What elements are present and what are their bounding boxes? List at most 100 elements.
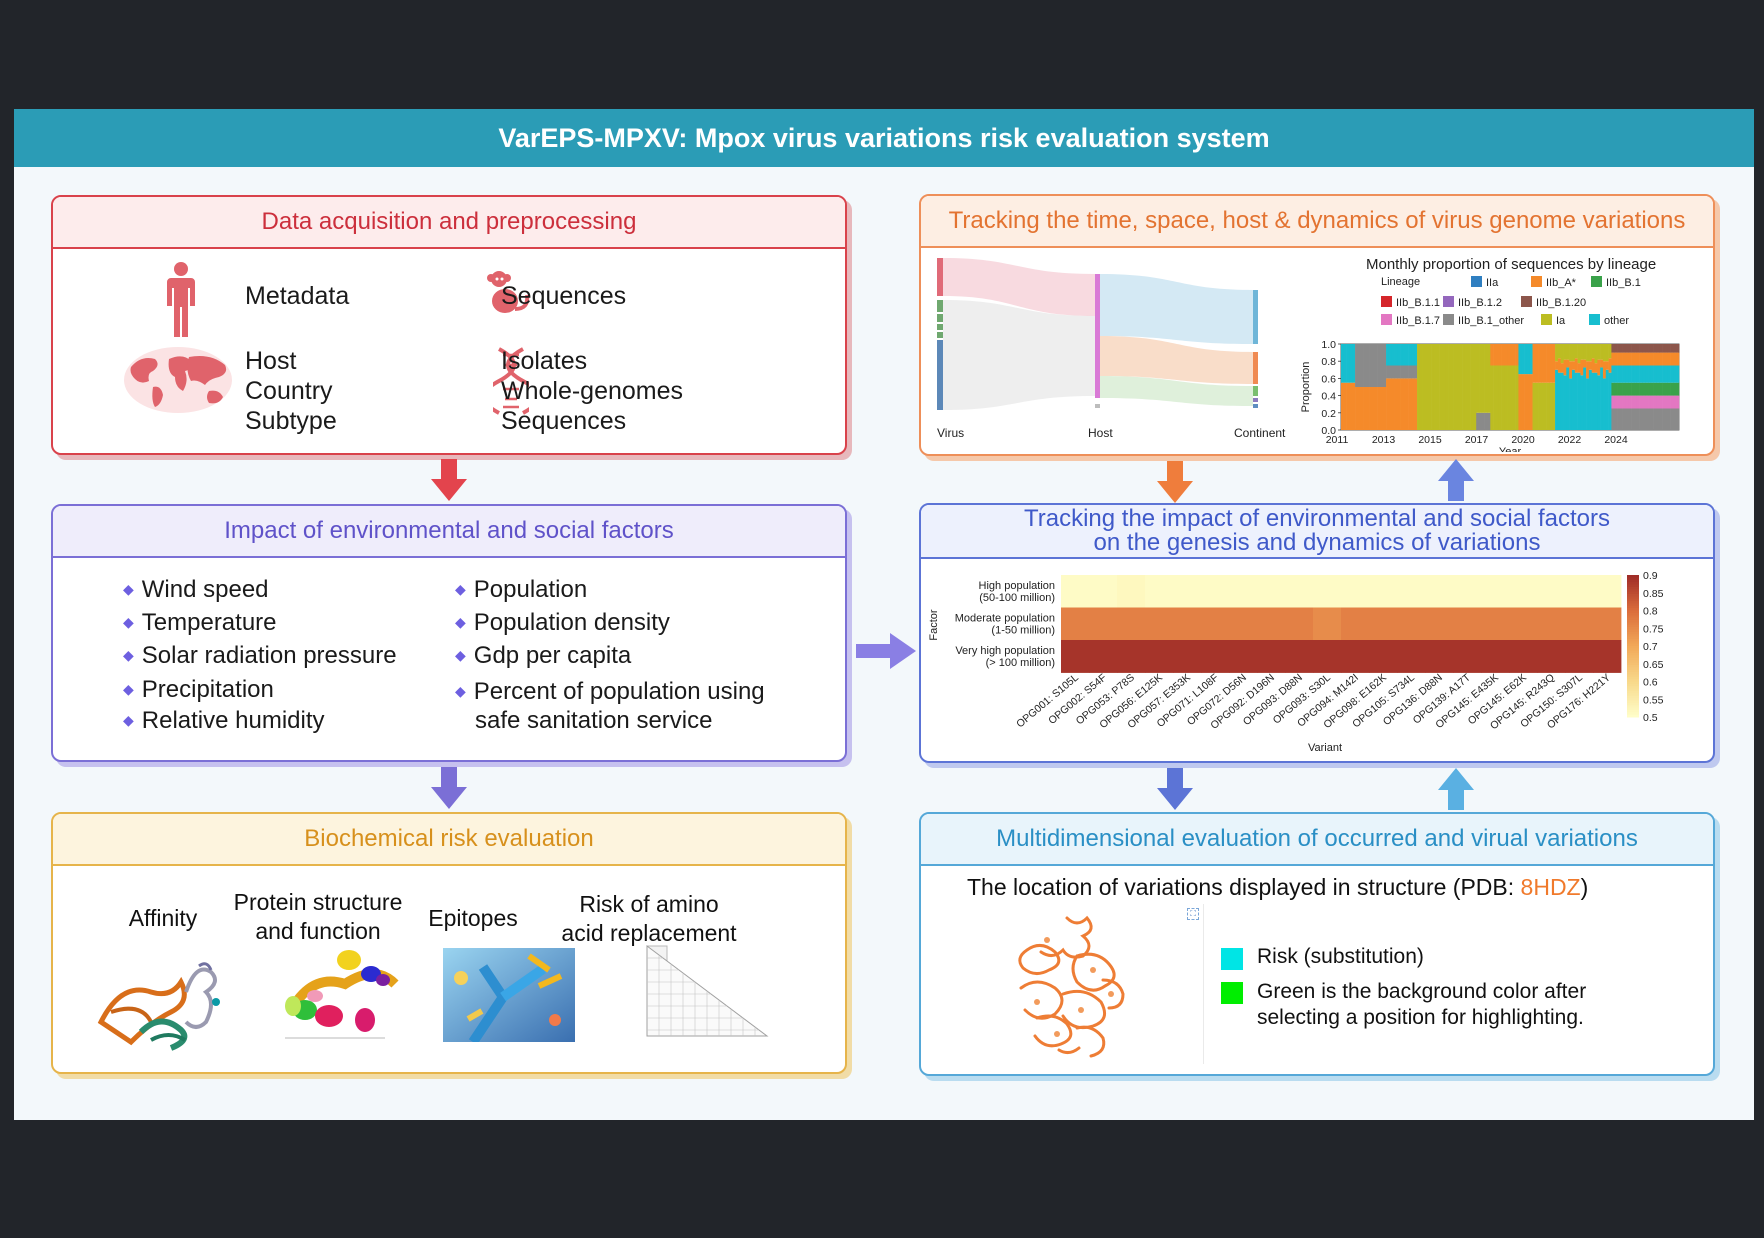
bullet-icon: ◆ bbox=[123, 647, 134, 663]
legend-swatch bbox=[1521, 296, 1532, 307]
heatmap-cell bbox=[1397, 640, 1426, 673]
colorbar-step bbox=[1627, 603, 1639, 607]
lineage-bar-segment bbox=[1653, 382, 1657, 396]
lineage-bar-segment bbox=[1670, 408, 1674, 430]
panel-heading: Data acquisition and preprocessing bbox=[53, 197, 845, 249]
lineage-bar-segment bbox=[1622, 382, 1626, 396]
lineage-bar-segment bbox=[1591, 344, 1595, 359]
lineage-bar-segment bbox=[1366, 387, 1370, 430]
lineage-bar-segment bbox=[1352, 344, 1356, 383]
protein-structure-viewer[interactable] bbox=[1007, 910, 1139, 1066]
x-axis-label: Variant bbox=[1308, 742, 1342, 754]
lineage-bar-segment bbox=[1557, 372, 1561, 430]
lineage-bar-segment bbox=[1586, 344, 1590, 362]
lineage-bar-segment bbox=[1518, 374, 1522, 430]
heatmap-cell bbox=[1425, 575, 1454, 608]
expand-icon[interactable]: ⛶ bbox=[1187, 908, 1199, 920]
pdb-link[interactable]: 8HDZ bbox=[1520, 874, 1581, 900]
lineage-bar-segment bbox=[1628, 344, 1632, 353]
lineage-bar-segment bbox=[1588, 344, 1592, 362]
lineage-bar-segment bbox=[1583, 359, 1587, 368]
lineage-bar-segment bbox=[1546, 382, 1550, 430]
lineage-bar-segment bbox=[1532, 344, 1536, 383]
world-map-icon bbox=[124, 347, 232, 413]
lineage-bar-segment bbox=[1676, 352, 1680, 366]
lineage-bar-segment bbox=[1617, 408, 1621, 430]
factor-variant-heatmap: High population(50-100 million)Moderate … bbox=[928, 570, 1664, 754]
lineage-bar-segment bbox=[1405, 365, 1409, 379]
colorbar-tick-label: 0.55 bbox=[1643, 694, 1664, 706]
lineage-bar-segment bbox=[1597, 359, 1601, 376]
colorbar-step bbox=[1627, 660, 1639, 664]
heatmap-cell bbox=[1537, 575, 1566, 608]
bullet-icon: ◆ bbox=[455, 647, 466, 663]
lineage-bar-segment bbox=[1462, 344, 1466, 430]
colorbar-step bbox=[1627, 714, 1639, 718]
legend-item: IIb_B.1.7 bbox=[1381, 314, 1440, 327]
colorbar-step bbox=[1627, 667, 1639, 671]
legend-swatch bbox=[1443, 296, 1454, 307]
lineage-bar-segment bbox=[1673, 352, 1677, 366]
x-tick-label: 2022 bbox=[1558, 434, 1582, 446]
lineage-bar-segment bbox=[1662, 395, 1666, 409]
heatmap-cell bbox=[1341, 640, 1370, 673]
legend-label: IIb_B.1.7 bbox=[1396, 315, 1441, 327]
environmental-factors-panel: Impact of environmental and social facto… bbox=[51, 504, 847, 762]
colorbar-step bbox=[1627, 575, 1639, 578]
heatmap-cell bbox=[1509, 575, 1538, 608]
lineage-bar-segment bbox=[1388, 344, 1392, 366]
lineage-bar-segment bbox=[1549, 344, 1553, 383]
colorbar-step bbox=[1627, 679, 1639, 682]
affinity-protein-image bbox=[97, 962, 220, 1051]
lineage-bar-segment bbox=[1614, 395, 1618, 409]
lineage-bar-segment bbox=[1402, 344, 1407, 366]
heatmap-cell bbox=[1117, 575, 1146, 608]
heatmap-cell bbox=[1369, 640, 1398, 673]
lineage-bar-segment bbox=[1546, 344, 1550, 383]
heatmap-cell bbox=[1117, 607, 1146, 641]
isolates-label: Isolates bbox=[501, 347, 588, 375]
amino-acid-matrix-image bbox=[646, 945, 769, 1037]
lineage-bar-segment bbox=[1394, 344, 1398, 366]
lineage-bar-segment bbox=[1619, 382, 1623, 396]
colorbar-step bbox=[1627, 638, 1639, 642]
heatmap-cell bbox=[1229, 575, 1258, 608]
lineage-bar-segment bbox=[1408, 378, 1412, 430]
legend-swatch bbox=[1381, 296, 1392, 307]
lineage-bar-segment bbox=[1648, 408, 1652, 430]
lineage-bar-segment bbox=[1659, 344, 1663, 353]
lineage-bar-segment bbox=[1633, 352, 1638, 366]
lineage-bar-segment bbox=[1524, 374, 1528, 430]
lineage-bar-segment bbox=[1628, 382, 1632, 396]
lineage-bar-segment bbox=[1648, 365, 1652, 383]
sequences-label: Sequences bbox=[501, 282, 627, 310]
lineage-bar-segment bbox=[1617, 382, 1621, 396]
lineage-bar-segment bbox=[1459, 344, 1463, 430]
factor-item: ◆Relative humidity bbox=[123, 707, 325, 734]
lineage-bar-segment bbox=[1670, 344, 1674, 353]
lineage-bar-segment bbox=[1653, 395, 1657, 409]
legend-label: IIb_B.1.1 bbox=[1396, 297, 1441, 309]
lineage-bar-segment bbox=[1636, 382, 1640, 396]
lineage-bar-segment bbox=[1422, 344, 1426, 430]
factor-item: ◆Wind speed bbox=[123, 576, 269, 603]
colorbar-step bbox=[1627, 610, 1639, 614]
lineage-bar-segment bbox=[1343, 382, 1347, 430]
factor-item: ◆Population density bbox=[455, 609, 670, 636]
lineage-bar-segment bbox=[1628, 365, 1632, 383]
lineage-bar-segment bbox=[1414, 365, 1418, 379]
heatmap-cell bbox=[1089, 575, 1118, 608]
colorbar-tick-label: 0.9 bbox=[1643, 570, 1658, 582]
heatmap-cell bbox=[1313, 607, 1342, 641]
lineage-bar-segment bbox=[1622, 408, 1626, 430]
x-axis-label: Year bbox=[1499, 446, 1522, 452]
lineage-bar-segment bbox=[1560, 372, 1564, 430]
lineage-bar-segment bbox=[1411, 365, 1415, 379]
lineage-bar-segment bbox=[1667, 395, 1671, 409]
lineage-bar-segment bbox=[1521, 374, 1525, 430]
colorbar-step bbox=[1627, 686, 1639, 690]
colorbar-step bbox=[1627, 584, 1639, 588]
lineage-bar-segment bbox=[1540, 344, 1545, 383]
heatmap-cell bbox=[1173, 607, 1202, 641]
x-tick-label: 2024 bbox=[1604, 434, 1628, 446]
